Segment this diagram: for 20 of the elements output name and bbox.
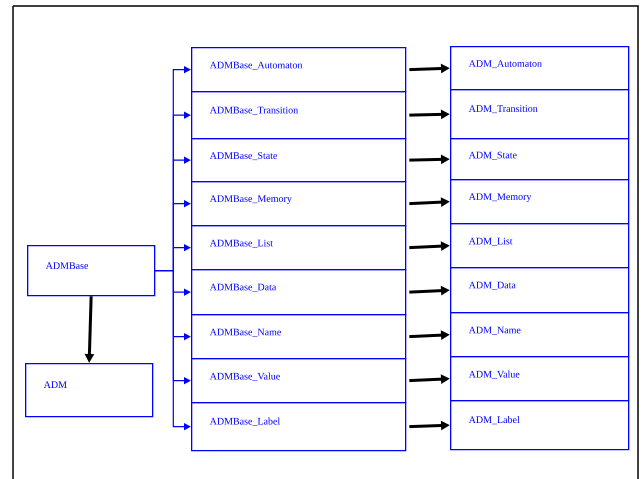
class-box: ADMBase_Data (191, 269, 406, 316)
class-box: ADM_Value (450, 356, 630, 402)
class-box: ADM_Data (450, 267, 630, 314)
class-box: ADM_State (450, 138, 630, 180)
class-box: ADMBase_Automaton (191, 47, 406, 92)
class-box: ADM_Automaton (450, 46, 630, 90)
class-box: ADMBase_Memory (191, 181, 406, 226)
class-box: ADM (25, 363, 154, 418)
class-box: ADMBase_Value (191, 358, 406, 404)
class-box: ADM_Transition (450, 89, 630, 140)
class-box: ADM_Memory (450, 179, 630, 224)
class-box: ADMBase (27, 245, 156, 296)
class-box: ADM_Name (450, 312, 630, 358)
class-box: ADMBase_List (191, 225, 406, 270)
class-box: ADMBase_Label (191, 402, 406, 452)
class-box: ADM_List (450, 223, 630, 268)
class-box: ADMBase_Transition (191, 91, 406, 140)
class-box: ADMBase_Name (191, 314, 406, 360)
class-box: ADMBase_State (191, 138, 406, 182)
class-box: ADM_Label (450, 400, 630, 450)
